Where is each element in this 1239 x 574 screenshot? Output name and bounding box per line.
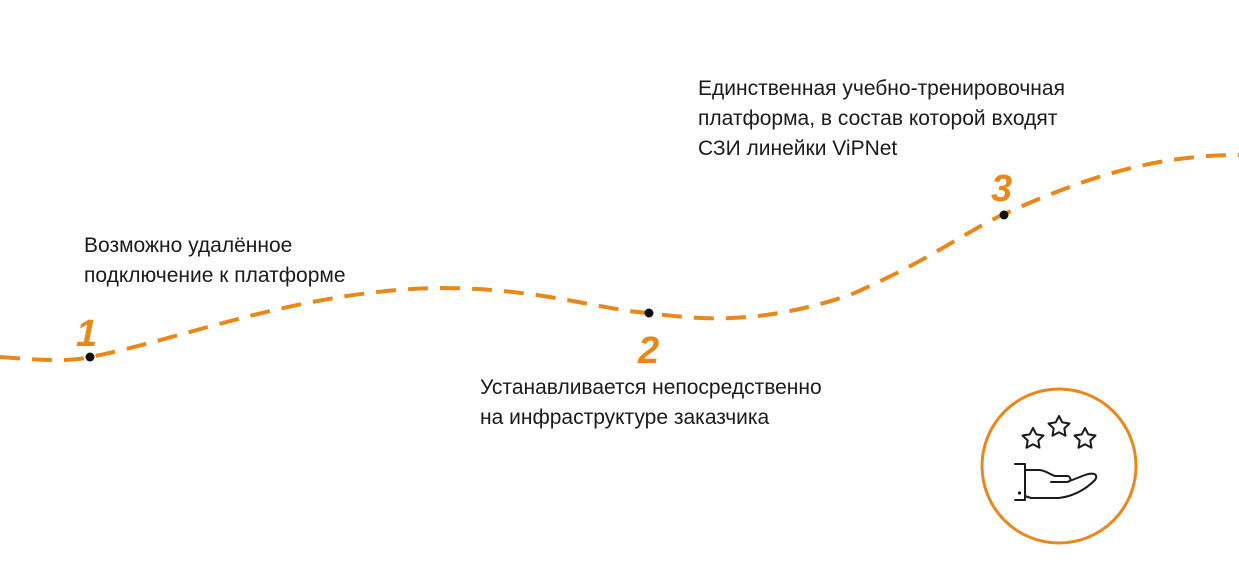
step-2-text: Устанавливается непосредственно на инфра…: [480, 376, 822, 429]
stars-icon: [1021, 415, 1097, 449]
step-2-marker-dot: [644, 308, 654, 318]
step-2-number: 2: [638, 330, 660, 372]
step-1-number: 1: [76, 313, 98, 355]
step-1-text: Возможно удалённое подключение к платфор…: [84, 234, 346, 287]
step-3-number: 3: [991, 168, 1013, 210]
hand-with-stars-badge: [980, 387, 1138, 545]
step-3-marker-dot: [999, 210, 1009, 220]
step-3-text: Единственная учебно-тренировочная платфо…: [698, 77, 1065, 160]
hand-cuff-button-icon: [1017, 491, 1022, 495]
hand-palm-icon: [1024, 469, 1098, 499]
star-left-icon: [1021, 427, 1045, 449]
star-center-icon: [1047, 415, 1071, 437]
star-right-icon: [1073, 427, 1097, 449]
badge-circle: [980, 387, 1138, 545]
hand-cuff-icon: [1014, 463, 1026, 501]
step-1-marker-dot: [85, 352, 95, 362]
hand-icon: [1014, 463, 1098, 501]
